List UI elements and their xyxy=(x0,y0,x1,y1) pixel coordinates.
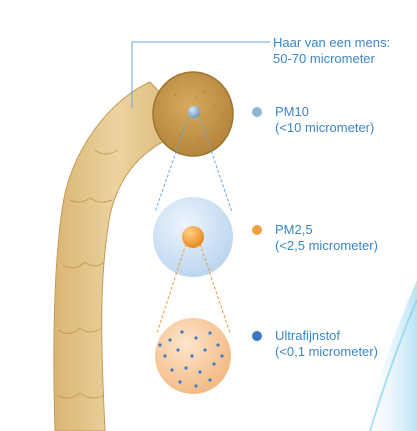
pm10-legend-dot xyxy=(252,107,262,117)
hair-label-connector xyxy=(131,41,270,108)
pm25-legend-dot xyxy=(252,225,262,235)
pm10-legend-label: PM10 (<10 micrometer) xyxy=(275,104,374,136)
pm25-legend-title: PM2,5 xyxy=(275,222,313,237)
background-glow xyxy=(360,280,417,431)
hair-texture xyxy=(164,87,224,142)
pm10-legend-size: (<10 micrometer) xyxy=(275,120,375,135)
ultrafine-legend-label: Ultrafijnstof (<0,1 micrometer) xyxy=(275,328,378,360)
ultrafine-particles xyxy=(158,330,224,388)
hair-label-line1: Haar van een mens: xyxy=(273,35,391,50)
pm10-particle xyxy=(188,106,200,118)
zoom-line-2a xyxy=(156,243,187,334)
pm25-legend-label: PM2,5 (<2,5 micrometer) xyxy=(275,222,378,254)
background-glow-line xyxy=(369,299,417,431)
ultrafine-legend-dot xyxy=(252,331,262,341)
zoom-line-2b xyxy=(199,243,231,334)
ultrafine-legend-title: Ultrafijnstof xyxy=(275,328,341,343)
hair-label-line2: 50-70 micrometer xyxy=(273,51,375,66)
pm25-particle xyxy=(182,226,204,248)
zoom-line-1a xyxy=(154,117,189,213)
pm25-legend-size: (<2,5 micrometer) xyxy=(275,238,378,253)
ultrafine-legend-size: (<0,1 micrometer) xyxy=(275,344,378,359)
zoom-line-1b xyxy=(199,117,233,213)
hair-strand xyxy=(53,81,196,431)
hair-label: Haar van een mens: 50-70 micrometer xyxy=(273,35,390,67)
pm10-legend-title: PM10 xyxy=(275,104,309,119)
hair-scale-lines xyxy=(56,149,119,399)
